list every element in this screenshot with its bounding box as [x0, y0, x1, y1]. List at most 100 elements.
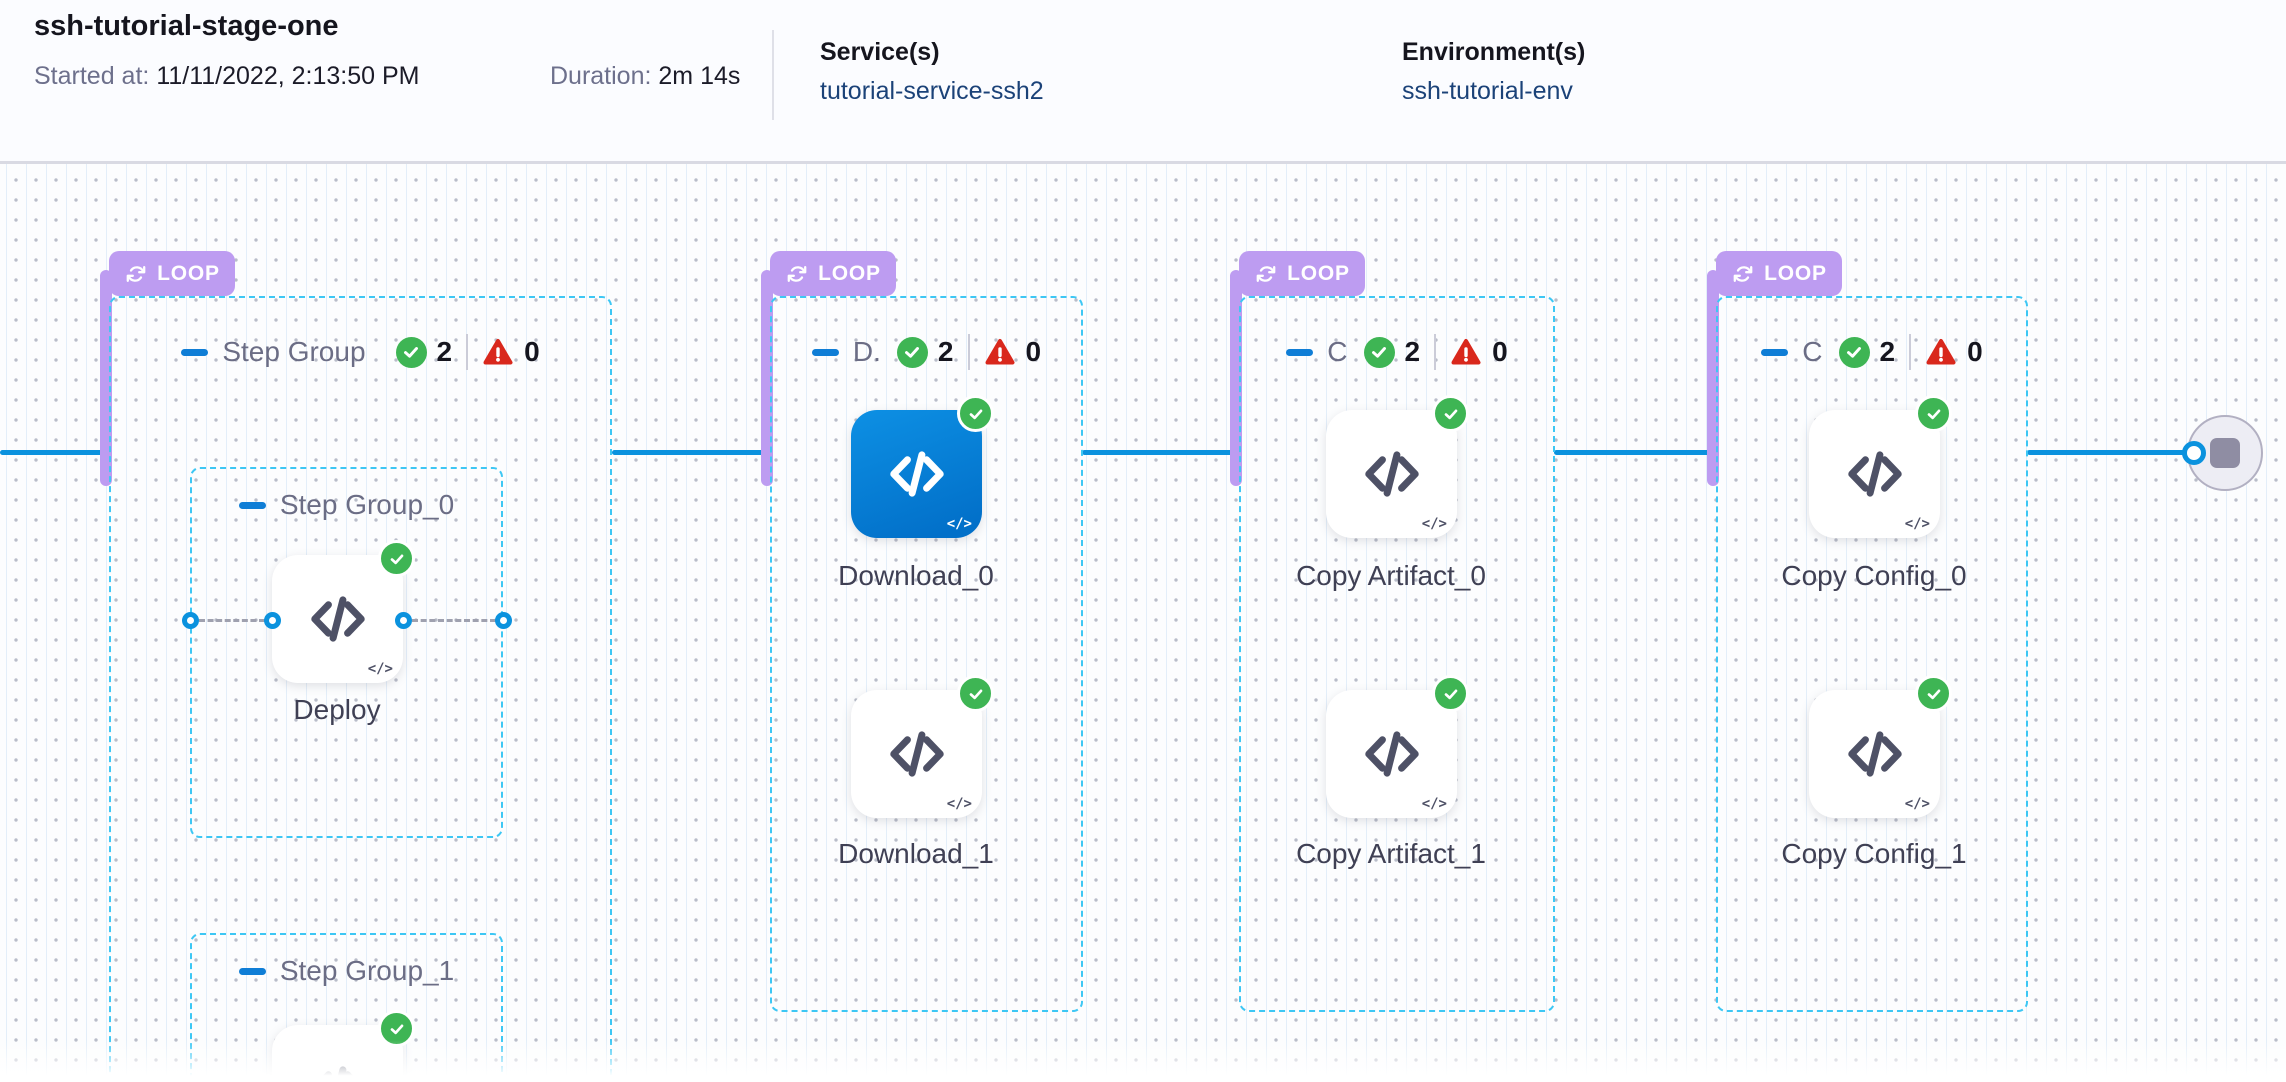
service-link[interactable]: tutorial-service-ssh2	[820, 77, 1044, 105]
success-check-icon	[1363, 336, 1395, 368]
success-status-badge	[378, 540, 415, 577]
collapse-icon[interactable]	[181, 348, 209, 356]
step-group-name: C	[1327, 336, 1348, 367]
step-group-header: D. 2 0	[770, 330, 1083, 374]
inner-step-group-box	[190, 933, 503, 1082]
loop-badge-label: LOOP	[1287, 261, 1350, 285]
failure-count: 0	[1025, 336, 1042, 367]
loop-icon	[787, 265, 807, 282]
step-group-box	[770, 296, 1083, 1012]
step-connector-dashed	[199, 619, 265, 622]
connector-port[interactable]	[182, 612, 199, 629]
step-label: Deploy	[293, 694, 381, 725]
code-mini-icon: </>	[1904, 516, 1930, 532]
loop-badge-label: LOOP	[818, 261, 881, 285]
step-group-name: D.	[852, 336, 881, 367]
loop-icon	[126, 265, 146, 282]
step-group-header: C 2 0	[1716, 330, 2028, 374]
code-mini-icon: </>	[1421, 796, 1447, 812]
loop-badge: LOOP	[1716, 251, 1842, 296]
connector-port[interactable]	[395, 612, 412, 629]
code-icon	[1361, 443, 1423, 505]
collapse-icon[interactable]	[238, 967, 266, 975]
success-status-badge	[957, 675, 994, 712]
step-group-box	[1716, 296, 2028, 1012]
inner-step-group-box	[190, 467, 503, 838]
step-group-name: Step Group_0	[279, 489, 455, 520]
connector-port[interactable]	[495, 612, 512, 629]
environment-link[interactable]: ssh-tutorial-env	[1402, 77, 1573, 105]
stage-title: ssh-tutorial-stage-one	[34, 10, 339, 42]
started-at: Started at: 11/11/2022, 2:13:50 PM	[34, 62, 419, 91]
step-label: Copy Artifact_1	[1296, 838, 1486, 869]
step-node-download-0[interactable]: </>	[851, 395, 994, 538]
code-icon	[1844, 723, 1906, 785]
duration-value: 2m 14s	[658, 62, 741, 90]
pipeline-canvas[interactable]	[0, 164, 2286, 1082]
step-group-stats: 2 0	[896, 334, 1042, 370]
success-check-icon	[896, 336, 928, 368]
duration: Duration: 2m 14s	[550, 62, 740, 91]
failure-count: 0	[1967, 336, 1983, 367]
loop-badge: LOOP	[109, 251, 235, 296]
connector-port[interactable]	[264, 612, 281, 629]
execution-line-segment	[1554, 450, 1718, 455]
success-count: 2	[1404, 336, 1421, 367]
inner-step-group-header: Step Group_0	[190, 483, 503, 527]
stop-icon	[2210, 438, 2240, 468]
execution-line-segment	[612, 450, 772, 455]
warning-icon	[1925, 337, 1957, 367]
step-group-stats: 2 0	[1363, 334, 1508, 370]
step-group-box	[109, 296, 612, 1082]
success-count: 2	[1879, 336, 1896, 367]
environments-block: Environment(s) ssh-tutorial-env	[1402, 38, 1585, 106]
environments-label: Environment(s)	[1402, 38, 1586, 66]
step-group-name: Step Group	[222, 336, 366, 367]
success-status-badge	[1432, 675, 1469, 712]
stats-divider	[1434, 334, 1437, 370]
step-node-copy-config-1[interactable]: </>	[1809, 675, 1952, 818]
services-label: Service(s)	[820, 38, 940, 66]
code-mini-icon: </>	[1421, 516, 1447, 532]
code-mini-icon: </>	[1904, 796, 1930, 812]
execution-line-segment	[2027, 450, 2194, 455]
code-icon	[886, 443, 948, 505]
step-label: Copy Config_0	[1781, 560, 1967, 591]
stage-header: ssh-tutorial-stage-one Started at: 11/11…	[0, 0, 2286, 164]
success-status-badge	[1915, 675, 1952, 712]
step-connector-dashed	[412, 619, 496, 622]
step-node-copy-config-0[interactable]: </>	[1809, 395, 1952, 538]
connector-port	[2182, 441, 2206, 465]
success-status-badge	[957, 395, 994, 432]
step-group-box	[1239, 296, 1555, 1012]
loop-badge: LOOP	[1239, 251, 1365, 296]
warning-icon	[984, 337, 1016, 367]
failure-count: 0	[524, 336, 540, 367]
step-node-copy-artifact-0[interactable]: </>	[1326, 395, 1469, 538]
step-group-header: C 2 0	[1239, 330, 1555, 374]
code-icon	[307, 588, 369, 650]
step-label: Copy Artifact_0	[1296, 560, 1486, 591]
step-node-copy-artifact-1[interactable]: </>	[1326, 675, 1469, 818]
code-mini-icon: </>	[946, 516, 972, 532]
code-icon	[1844, 443, 1906, 505]
code-icon	[1361, 723, 1423, 785]
step-node-deploy[interactable]: </>	[272, 540, 415, 683]
collapse-icon[interactable]	[1761, 348, 1789, 356]
collapse-icon[interactable]	[811, 348, 839, 356]
loop-badge-label: LOOP	[157, 261, 220, 285]
collapse-icon[interactable]	[238, 501, 266, 509]
step-group-stats: 2 0	[395, 334, 540, 370]
loop-badge: LOOP	[770, 251, 896, 296]
step-label: Download_1	[838, 838, 994, 869]
step-node-download-1[interactable]: </>	[851, 675, 994, 818]
step-group-name: C	[1802, 336, 1823, 367]
step-group-name: Step Group_1	[279, 955, 455, 986]
duration-label: Duration:	[550, 62, 652, 90]
success-status-badge	[1432, 395, 1469, 432]
stats-divider	[466, 334, 469, 370]
collapse-icon[interactable]	[1286, 348, 1314, 356]
canvas-bottom-fade	[0, 1040, 2286, 1082]
success-count: 2	[436, 336, 453, 367]
